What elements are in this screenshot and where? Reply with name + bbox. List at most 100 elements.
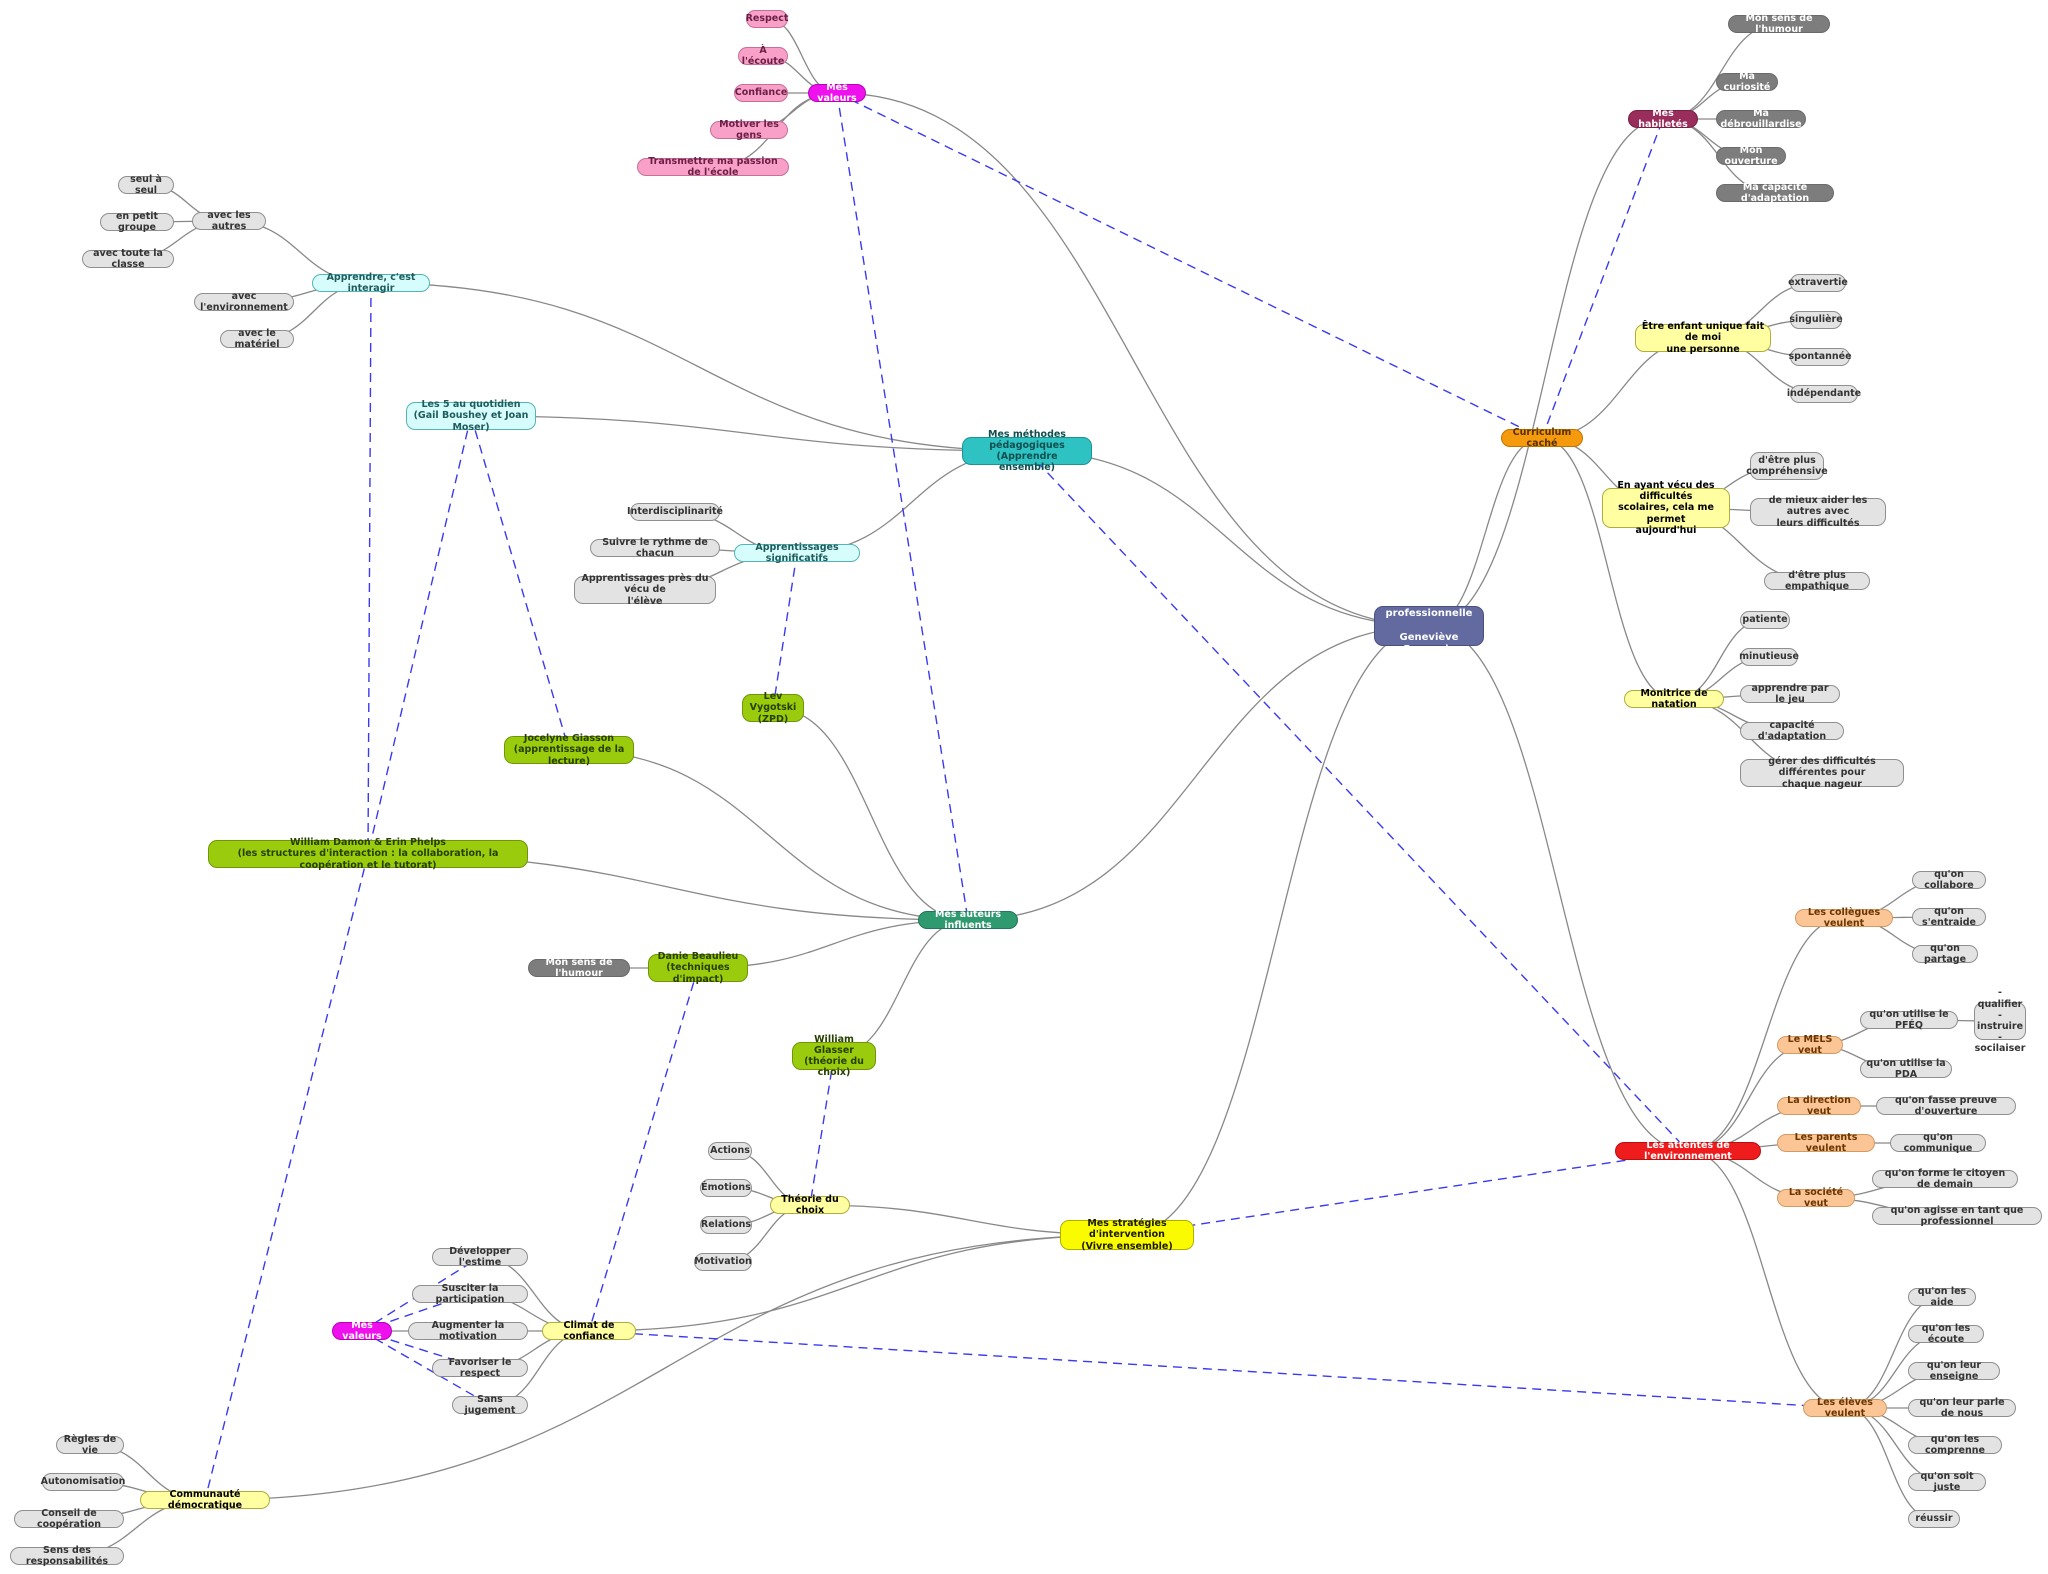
node-seul[interactable]: seul à seul (118, 174, 174, 196)
node-actions[interactable]: Actions (708, 1142, 752, 1160)
node-monitrice[interactable]: Monitrice de natation (1624, 688, 1724, 710)
node-societe[interactable]: La société veut (1777, 1187, 1855, 1209)
node-augmenter[interactable]: Augmenter la motivation (408, 1320, 528, 1342)
node-juste[interactable]: qu'on soit juste (1908, 1471, 1986, 1493)
node-apprendre-jeu[interactable]: apprendre par le jeu (1740, 683, 1840, 705)
node-enseigne[interactable]: qu'on leur enseigne (1908, 1360, 2000, 1382)
node-mels[interactable]: Le MELS veut (1777, 1034, 1843, 1056)
node-confiance[interactable]: Confiance (734, 84, 788, 102)
node-adaptation[interactable]: Ma capacité d'adaptation (1716, 182, 1834, 204)
relation-link-cinq-giasson (470, 415, 570, 751)
node-damon[interactable]: William Damon & Erin Phelps (les structu… (208, 837, 528, 871)
node-emotions[interactable]: Émotions (700, 1179, 752, 1197)
node-environnement[interactable]: avec l'environnement (194, 291, 294, 313)
node-collegues[interactable]: Les collègues veulent (1795, 907, 1893, 929)
node-rythme[interactable]: Suivre le rythme de chacun (590, 537, 720, 559)
node-mieux-aider[interactable]: de mieux aider les autres avec leurs dif… (1750, 495, 1886, 529)
node-methodes[interactable]: Mes méthodes pédagogiques (Apprendre ens… (962, 429, 1092, 473)
branch-connector-center-habiletes (1428, 118, 1664, 627)
node-giasson[interactable]: Jocelyne Giasson (apprentissage de la le… (504, 733, 634, 767)
node-ouverture[interactable]: Mon ouverture (1716, 145, 1786, 167)
node-glasser[interactable]: William Glasser (théorie du choix) (792, 1034, 876, 1078)
node-singuliere[interactable]: singulière (1789, 311, 1843, 329)
node-autonomisation[interactable]: Autonomisation (41, 1473, 125, 1491)
node-communique[interactable]: qu'on communique (1890, 1132, 1986, 1154)
node-motivation[interactable]: Motivation (694, 1253, 752, 1271)
node-toute-classe[interactable]: avec toute la classe (82, 248, 174, 270)
node-estime[interactable]: Développer l'estime (432, 1246, 528, 1268)
node-relations[interactable]: Relations (700, 1216, 752, 1234)
node-spontanee[interactable]: spontannée (1788, 348, 1852, 366)
node-enfant[interactable]: Être enfant unique fait de moi une perso… (1635, 321, 1771, 355)
node-eleves[interactable]: Les élèves veulent (1803, 1397, 1887, 1419)
node-vecu[interactable]: Apprentissages près du vécu de l'élève (574, 573, 716, 607)
node-direction[interactable]: La direction veut (1777, 1095, 1861, 1117)
node-patiente[interactable]: patiente (1740, 611, 1790, 629)
node-attentes[interactable]: Les attentes de l'environnement (1615, 1140, 1761, 1162)
node-difficultes[interactable]: En ayant vécu des difficultés scolaires,… (1602, 480, 1730, 536)
node-extravertie[interactable]: extravertie (1788, 274, 1848, 292)
node-respect[interactable]: Respect (746, 10, 788, 28)
node-ecoute-e[interactable]: qu'on les écoute (1908, 1323, 1984, 1345)
node-collabore[interactable]: qu'on collabore (1912, 869, 1986, 891)
node-signif[interactable]: Apprentissages significatifs (734, 542, 860, 564)
node-gerer[interactable]: gérer des difficultés différentes pour c… (1740, 756, 1904, 790)
node-sans-jugement[interactable]: Sans jugement (452, 1394, 528, 1416)
node-humour-top[interactable]: Mon sens de l'humour (1728, 13, 1830, 35)
node-center[interactable]: Identité professionnelle Geneviève Beauv… (1374, 597, 1484, 655)
node-climat[interactable]: Climat de confiance (542, 1320, 636, 1342)
node-comprenne[interactable]: qu'on les comprenne (1908, 1434, 2002, 1456)
node-strategies[interactable]: Mes stratégies d'intervention (Vivre ens… (1060, 1218, 1194, 1252)
node-beaulieu[interactable]: Danie Beaulieu (techniques d'impact) (648, 951, 748, 985)
node-vygotski[interactable]: Lev Vygotski (ZPD) (742, 691, 804, 725)
node-fav-respect[interactable]: Favoriser le respect (432, 1357, 528, 1379)
node-interdisc[interactable]: Interdisciplinarité (627, 503, 723, 521)
relation-link-strategies-attentes (1126, 1150, 1689, 1236)
node-capacite-adapt[interactable]: capacité d'adaptation (1740, 720, 1844, 742)
node-avec-autres[interactable]: avec les autres (192, 210, 266, 232)
relation-link-methodes-attentes (1026, 450, 1689, 1152)
node-preuve[interactable]: qu'on fasse preuve d'ouverture (1876, 1095, 2016, 1117)
node-regles[interactable]: Règles de vie (56, 1434, 124, 1456)
node-valeurs-bot[interactable]: Mes valeurs (332, 1320, 392, 1342)
node-responsabilites[interactable]: Sens des responsabilités (10, 1545, 124, 1567)
node-debrouillardise[interactable]: Ma débrouillardise (1716, 108, 1806, 130)
relation-links (204, 92, 1846, 1501)
node-transmettre[interactable]: Transmettre ma passion de l'école (637, 156, 789, 178)
branch-connector-auteurs-vygotski (772, 707, 969, 921)
node-participation[interactable]: Susciter la participation (412, 1283, 528, 1305)
node-independante[interactable]: indépendante (1787, 385, 1861, 403)
node-comprehensive[interactable]: d'être plus compréhensive (1746, 452, 1828, 480)
node-interagir[interactable]: Apprendre, c'est interagir (312, 272, 430, 294)
node-empathique[interactable]: d'être plus empathique (1764, 570, 1870, 592)
node-cinq[interactable]: Les 5 au quotidien (Gail Boushey et Joan… (406, 399, 536, 433)
node-valeurs-top[interactable]: Mes valeurs (808, 82, 866, 104)
node-materiel[interactable]: avec le matériel (220, 328, 294, 350)
node-qualifier[interactable]: - qualifier - instruire - socilaiser (1974, 987, 2026, 1055)
node-pda[interactable]: qu'on utilise la PDA (1860, 1058, 1952, 1080)
node-humour-mid[interactable]: Mon sens de l'humour (528, 957, 630, 979)
node-minutieuse[interactable]: minutieuse (1739, 648, 1799, 666)
branch-connector-center-strategies (1126, 625, 1430, 1236)
node-partage[interactable]: qu'on partage (1912, 943, 1978, 965)
node-parle[interactable]: qu'on leur parle de nous (1908, 1397, 2016, 1419)
node-habiletes[interactable]: Mes habiletés (1628, 108, 1698, 130)
node-conseil[interactable]: Conseil de coopération (14, 1508, 124, 1530)
branch-connector-center-methodes (1026, 450, 1430, 627)
node-reussir[interactable]: réussir (1908, 1510, 1960, 1528)
node-ecoute[interactable]: À l'écoute (738, 45, 788, 67)
node-professionnel[interactable]: qu'on agisse en tant que professionnel (1872, 1205, 2042, 1227)
node-entraide[interactable]: qu'on s'entraide (1912, 906, 1986, 928)
node-motiver[interactable]: Motiver les gens (710, 119, 788, 141)
node-curiosite[interactable]: Ma curiosité (1716, 71, 1778, 93)
relation-link-valeurs_top-curriculum (836, 92, 1543, 439)
node-curriculum[interactable]: Curriculum caché (1501, 427, 1583, 449)
node-theorie[interactable]: Théorie du choix (770, 1194, 850, 1216)
node-aide[interactable]: qu'on les aide (1908, 1286, 1976, 1308)
node-auteurs[interactable]: Mes auteurs influents (918, 909, 1018, 931)
node-parents[interactable]: Les parents veulent (1777, 1132, 1875, 1154)
node-citoyen[interactable]: qu'on forme le citoyen de demain (1872, 1168, 2018, 1190)
node-communaute[interactable]: Communauté démocratique (140, 1489, 270, 1511)
node-pfeq[interactable]: qu'on utilise le PFÉQ (1860, 1009, 1958, 1031)
node-petit-groupe[interactable]: en petit groupe (100, 211, 174, 233)
